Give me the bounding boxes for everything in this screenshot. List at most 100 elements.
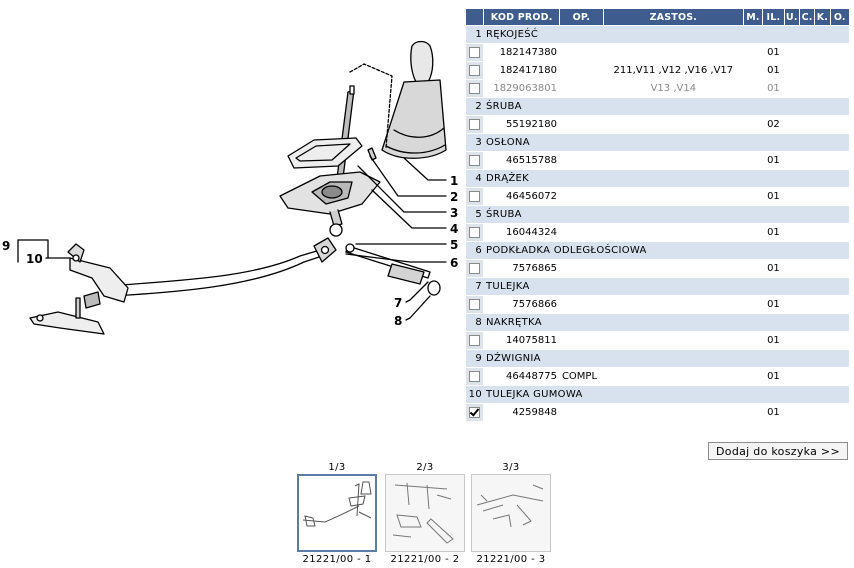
group-name: NAKRĘTKA — [486, 317, 542, 328]
zastos-cell — [603, 368, 743, 385]
header-k: K. — [815, 9, 830, 25]
group-name: OSŁONA — [486, 137, 530, 148]
k-cell — [815, 62, 830, 79]
part-code: 182417180 — [484, 62, 559, 79]
group-name: TULEJKA — [486, 281, 530, 292]
k-cell — [815, 224, 830, 241]
c-cell — [799, 296, 815, 313]
zastos-cell — [603, 188, 743, 205]
select-checkbox[interactable] — [469, 262, 481, 274]
select-checkbox[interactable] — [469, 118, 481, 130]
c-cell — [799, 260, 815, 277]
op-cell — [559, 296, 603, 313]
thumbnail-image[interactable] — [471, 474, 551, 552]
il-cell: 01 — [763, 152, 784, 169]
o-cell — [830, 224, 849, 241]
part-code: 46515788 — [484, 152, 559, 169]
part-code: 7576865 — [484, 260, 559, 277]
thumbnail-drawing — [476, 484, 544, 528]
checkbox-cell — [466, 188, 484, 205]
header-o: O. — [830, 9, 849, 25]
o-cell — [830, 62, 849, 79]
c-cell — [799, 332, 815, 349]
callout-8: 8 — [394, 314, 402, 328]
k-cell — [815, 188, 830, 205]
il-cell: 01 — [763, 332, 784, 349]
k-cell — [815, 260, 830, 277]
c-cell — [799, 188, 815, 205]
group-name: TULEJKA GUMOWA — [486, 389, 583, 400]
header-m: M. — [743, 9, 763, 25]
op-cell — [559, 152, 603, 169]
parts-table: KOD PROD. OP. ZASTOS. M. IL. U. C. K. O.… — [465, 8, 850, 422]
op-cell — [559, 116, 603, 133]
thumbnail-caption: 21221/00 - 3 — [476, 554, 546, 565]
checkbox-cell — [466, 296, 484, 313]
select-checkbox[interactable] — [469, 370, 481, 382]
table-row: 46456072 01 — [466, 188, 849, 205]
callout-6: 6 — [450, 256, 458, 270]
part-code: 7576866 — [484, 296, 559, 313]
select-checkbox[interactable] — [469, 334, 481, 346]
thumbnail-2[interactable]: 2/3 21221/00 - 2 — [383, 462, 467, 565]
m-cell — [743, 368, 763, 385]
m-cell — [743, 152, 763, 169]
thumbnail-page-label: 2/3 — [416, 462, 434, 473]
part-code: 46456072 — [484, 188, 559, 205]
select-checkbox[interactable] — [469, 406, 481, 418]
select-checkbox[interactable] — [469, 154, 481, 166]
select-checkbox[interactable] — [469, 82, 481, 94]
select-checkbox[interactable] — [469, 64, 481, 76]
k-cell — [815, 296, 830, 313]
header-zastos: ZASTOS. — [603, 9, 743, 25]
k-cell — [815, 44, 830, 61]
il-cell: 01 — [763, 188, 784, 205]
zastos-cell — [603, 332, 743, 349]
op-cell — [559, 332, 603, 349]
group-number: 4 — [475, 173, 482, 184]
add-to-cart-button[interactable]: Dodaj do koszyka >> — [708, 442, 848, 460]
thumbnail-1[interactable]: 1/3 21221/00 - 1 — [295, 462, 379, 565]
table-row: 46515788 01 — [466, 152, 849, 169]
zastos-cell: V13 ,V14 — [603, 80, 743, 97]
m-cell — [743, 80, 763, 97]
m-cell — [743, 116, 763, 133]
callout-2: 2 — [450, 190, 458, 204]
part-code: 4259848 — [484, 404, 559, 421]
zastos-cell — [603, 224, 743, 241]
zastos-cell — [603, 260, 743, 277]
select-checkbox[interactable] — [469, 46, 481, 58]
select-checkbox[interactable] — [469, 190, 481, 202]
k-cell — [815, 368, 830, 385]
group-number: 2 — [475, 101, 482, 112]
op-cell — [559, 224, 603, 241]
callout-10: 10 — [26, 252, 43, 266]
thumbnail-caption: 21221/00 - 1 — [302, 554, 372, 565]
header-c: C. — [799, 9, 815, 25]
c-cell — [799, 62, 815, 79]
select-checkbox[interactable] — [469, 226, 481, 238]
zastos-cell — [603, 152, 743, 169]
header-u: U. — [784, 9, 799, 25]
thumbnail-image[interactable] — [385, 474, 465, 552]
thumbnail-image[interactable] — [297, 474, 377, 552]
m-cell — [743, 44, 763, 61]
thumbnail-page-label: 3/3 — [502, 462, 520, 473]
thumbnail-3[interactable]: 3/3 21221/00 - 3 — [469, 462, 553, 565]
part-code: 46448775 — [484, 368, 559, 385]
o-cell — [830, 260, 849, 277]
u-cell — [784, 368, 799, 385]
il-cell: 02 — [763, 116, 784, 133]
checkbox-cell — [466, 62, 484, 79]
select-checkbox[interactable] — [469, 298, 481, 310]
il-cell: 01 — [763, 368, 784, 385]
group-number: 8 — [475, 317, 482, 328]
group-number: 6 — [475, 245, 482, 256]
